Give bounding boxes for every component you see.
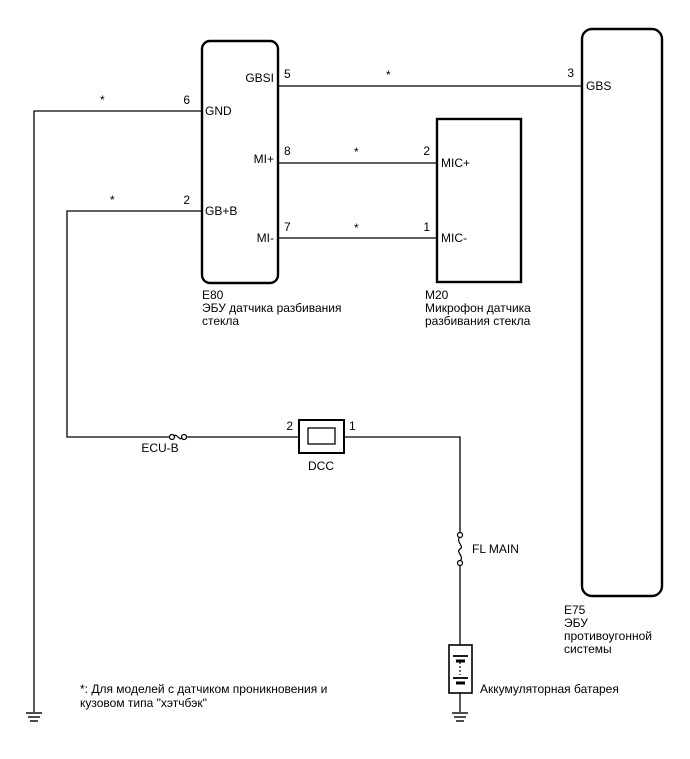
m20-pin-mic-plus-label: MIC+ <box>441 156 470 170</box>
ecu-e75-name-line3: системы <box>564 642 612 656</box>
fuse-ecu-b-terminal-left <box>168 433 176 441</box>
wire-marker-gbsi: * <box>386 68 391 82</box>
fuse-fl-main-label: FL MAIN <box>472 542 519 556</box>
mic-m20-name-line2: разбивания стекла <box>425 314 531 328</box>
m20-pin-mic-plus-number: 2 <box>423 144 430 158</box>
wire-dcc-to-fl-main <box>344 436 461 533</box>
wire-marker-mi-minus: * <box>354 221 359 235</box>
wire-marker-gb-b: * <box>110 193 115 207</box>
m20-pin-mic-minus-label: MIC- <box>441 231 467 245</box>
fuse-fl-main-terminal-bottom <box>456 559 464 567</box>
dcc-inner-element <box>307 427 336 445</box>
mic-m20-box <box>435 117 523 284</box>
wires <box>33 85 582 712</box>
wire-marker-gnd: * <box>100 93 105 107</box>
ecu-e80-box <box>200 39 280 285</box>
ecu-e75-name-line2: противоугонной <box>564 629 652 643</box>
fuse-fl-main-element <box>457 536 463 562</box>
fuse-ecu-b-terminal-right <box>180 433 188 441</box>
fuse-ecu-b-label: ECU-B <box>141 441 178 455</box>
e80-pin-gnd-number: 6 <box>183 93 190 107</box>
fuse-fl-main-terminal-top <box>456 531 464 539</box>
e75-pin-gbs-label: GBS <box>586 79 611 93</box>
dcc-component <box>298 419 345 454</box>
dcc-label: DCC <box>308 459 334 473</box>
e80-pin-gb-b-number: 2 <box>183 193 190 207</box>
e80-pin-gbsi-number: 5 <box>284 67 291 81</box>
e80-pin-gb-b-label: GB+B <box>205 204 237 218</box>
footnote-line1: *: Для моделей с датчиком проникновения … <box>80 682 327 696</box>
e80-pin-gbsi-label: GBSI <box>245 71 274 85</box>
e80-pin-gnd-label: GND <box>205 104 232 118</box>
wire-gnd <box>33 110 202 712</box>
dcc-pin-right: 1 <box>349 419 356 433</box>
ecu-e80-name-line2: стекла <box>202 314 239 328</box>
e80-pin-mi-minus-label: MI- <box>257 231 274 245</box>
mic-m20-name-line1: Микрофон датчика <box>425 301 531 315</box>
e80-pin-mi-plus-number: 8 <box>284 144 291 158</box>
ecu-e75-code: E75 <box>564 603 586 617</box>
wire-gb-b-to-ecu-b <box>66 210 202 438</box>
e75-pin-gbs-number: 3 <box>567 66 574 80</box>
fuse-ecu-b-element <box>173 434 183 440</box>
mic-m20-code: M20 <box>425 288 449 302</box>
fuse-fl-main <box>456 531 464 567</box>
ecu-e80-code: E80 <box>202 288 224 302</box>
battery-label: Аккумуляторная батарея <box>480 682 619 696</box>
ground-symbol-left <box>26 712 42 722</box>
ecu-e80-name-line1: ЭБУ датчика разбивания <box>202 301 341 315</box>
dcc-pin-left: 2 <box>286 419 293 433</box>
ground-symbol-battery <box>452 712 468 722</box>
ecu-e75-name-line1: ЭБУ <box>564 616 588 630</box>
wire-marker-mi-plus: * <box>354 145 359 159</box>
fuse-ecu-b <box>168 433 188 441</box>
footnote-line2: кузовом типа "хэтчбэк" <box>80 696 207 710</box>
ecu-e75-box <box>580 27 664 598</box>
e80-pin-mi-minus-number: 7 <box>284 220 291 234</box>
battery-enclosure <box>448 644 473 694</box>
m20-pin-mic-minus-number: 1 <box>423 220 430 234</box>
e80-pin-mi-plus-label: MI+ <box>254 152 274 166</box>
battery-symbol <box>448 644 473 694</box>
